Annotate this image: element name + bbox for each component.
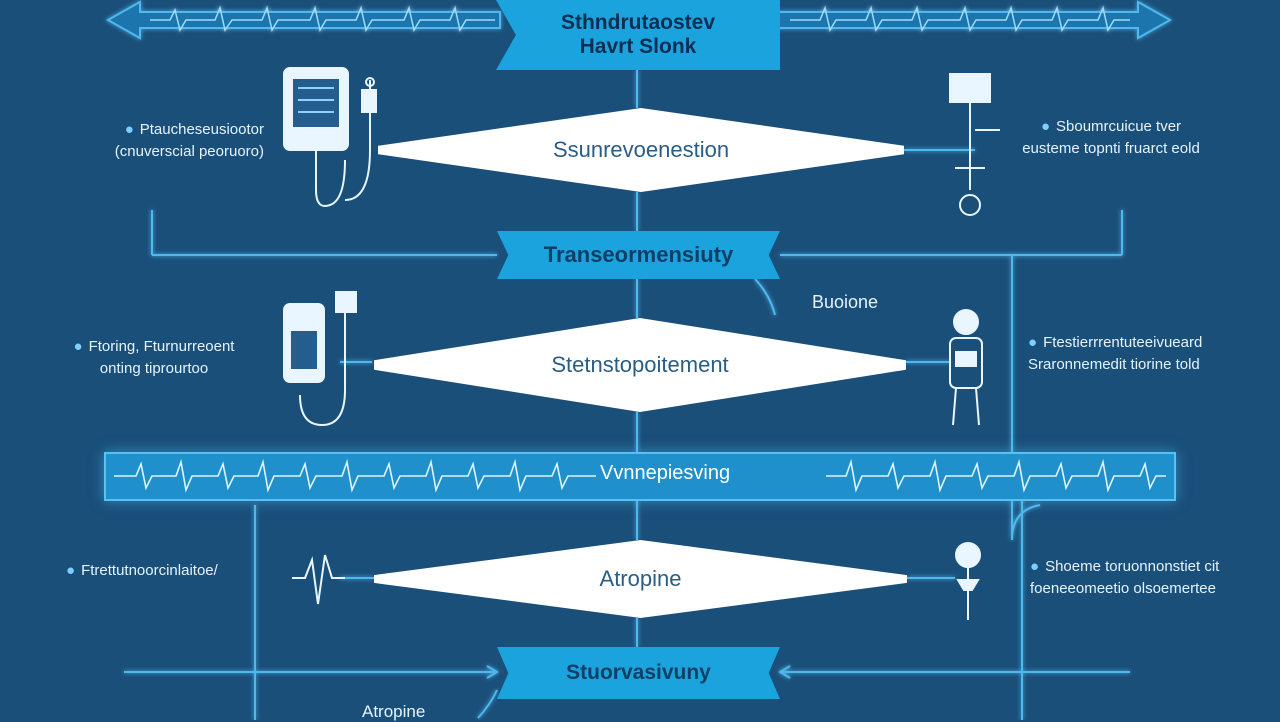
left-label-3: ● Ftrettutnoorcinlaitoe/ (66, 560, 218, 582)
bullet-icon: ● (124, 121, 134, 138)
bullet-icon: ● (66, 562, 76, 579)
bullet-icon: ● (1040, 118, 1050, 135)
left-label-2: ● Ftoring, Fturnurreoent onting tiprourto… (54, 336, 254, 380)
iv-stand-icon (949, 73, 1000, 216)
left-label-3-line1: Ftrettutnoorcinlaitoe/ (81, 562, 218, 579)
right-label-2: ● Ftestierrrentuteeivueard Sraronnemedit … (1028, 332, 1202, 376)
bottom-banner: Stuorvasivuny (497, 647, 780, 699)
syringe-pump-icon (283, 291, 357, 427)
bullet-icon: ● (73, 338, 83, 355)
right-label-3-line1: Shoeme toruonnonstiet cit (1045, 558, 1220, 575)
stethoscope-icon (955, 542, 981, 620)
infusion-monitor-icon (283, 67, 377, 207)
title-line-2: Havrt Slonk (579, 35, 697, 58)
floating-label: Buoione (812, 292, 879, 312)
ecg-waveform (114, 458, 1166, 493)
right-label-2-line1: Ftestierrrentuteeivueard (1043, 334, 1203, 351)
left-label-1: ● Ptaucheseusiootor (cnuverscial peoruoro… (54, 119, 264, 163)
right-label-3-line2: foeneeomeetio olsoemertee (1030, 580, 1216, 597)
left-label-2-line2: onting tiprourtoo (99, 360, 209, 377)
right-label-1-line1: Sboumrcuicue tver (1056, 118, 1182, 135)
heartbeat-icon (292, 554, 345, 605)
left-label-2-line1: Ftoring, Fturnurreoent (88, 338, 235, 355)
right-label-1: ● Sboumrcuicue tver eusteme topnti fruarc… (1006, 116, 1216, 160)
title-banner: Sthndrutaostev Havrt Slonk (496, 0, 780, 70)
right-label-2-line2: Sraronnemedit tiorine told (1028, 356, 1200, 373)
left-label-1-line2: (cnuverscial peoruoro) (114, 143, 264, 160)
title-line-1: Sthndrutaostev (560, 10, 715, 34)
patient-figure-icon (949, 309, 983, 426)
ecg-band-label: Vvnnepiesving (600, 462, 731, 484)
bullet-icon: ● (1028, 334, 1038, 351)
top-left-ecg (150, 5, 495, 32)
ecg-band (104, 452, 1176, 501)
bottom-label: Atropine (362, 702, 426, 721)
bullet-icon: ● (1030, 558, 1040, 575)
middle-banner: Transeormensiuty (497, 231, 780, 279)
left-label-1-line1: Ptaucheseusiootor (139, 121, 264, 138)
top-right-ecg (790, 5, 1130, 32)
right-label-1-line2: eusteme topnti fruarct eold (1022, 140, 1200, 157)
right-label-3: ● Shoeme toruonnonstiet cit foeneeomeetio… (1030, 556, 1219, 600)
